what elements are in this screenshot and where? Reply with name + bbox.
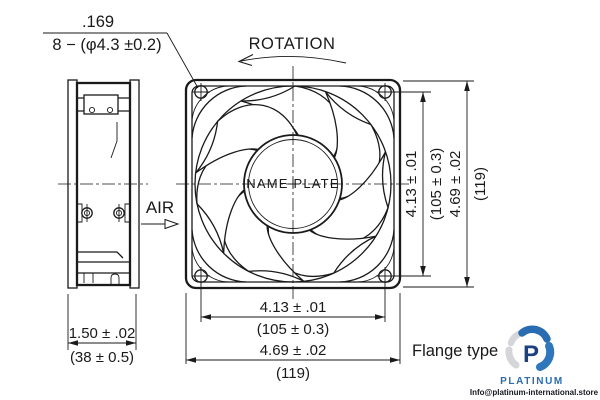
air-flow-annotation: AIR <box>141 198 180 230</box>
watermark-email: Info@platinum-international.store <box>470 388 599 397</box>
rotation-arrow-icon <box>237 54 254 67</box>
watermark-brand: PLATINUM <box>500 376 564 387</box>
screw-boss-left <box>81 204 93 222</box>
hole-callout-leader-line <box>166 32 199 89</box>
mounting-holes <box>192 83 394 285</box>
dim-frame-inch-bottom: 4.69 ± .02 <box>260 342 327 359</box>
flange-type-label: Flange type <box>412 342 498 360</box>
fan-side-view <box>58 79 148 289</box>
dim-frame-inch-right: 4.69 ± .02 <box>447 151 464 218</box>
rotation-annotation: ROTATION <box>237 35 347 67</box>
vertical-dimensions: 4.13 ± .01 (105 ± 0.3) 4.69 ± .02 (119) <box>392 80 489 288</box>
dim-hole-pitch-inch-right: 4.13 ± .01 <box>403 151 420 218</box>
corner-webs <box>191 85 395 283</box>
depth-dimension: 1.50 ± .02 (38 ± 0.5) <box>67 294 137 366</box>
hole-callout: .169 8 − (φ4.3 ±0.2) <box>43 13 199 89</box>
dim-frame-metric-bottom: (119) <box>276 365 310 382</box>
dim-hole-pitch-inch-bottom: 4.13 ± .01 <box>260 299 327 316</box>
dim-depth-metric: (38 ± 0.5) <box>70 349 134 366</box>
hole-callout-inch: .169 <box>82 13 114 31</box>
dim-depth-inch: 1.50 ± .02 <box>69 325 136 342</box>
air-arrow-icon <box>164 218 180 230</box>
dim-hole-pitch-metric-bottom: (105 ± 0.3) <box>257 321 329 338</box>
hole-callout-metric: 8 − (φ4.3 ±0.2) <box>52 36 161 54</box>
screw-boss-right <box>113 204 125 222</box>
dim-frame-metric-right: (119) <box>472 167 489 201</box>
terminal-block <box>83 94 119 115</box>
svg-text:P: P <box>523 341 539 368</box>
horizontal-dimensions: 4.13 ± .01 (105 ± 0.3) 4.69 ± .02 (119) <box>185 284 401 382</box>
fan-front-view: NAME PLATE <box>176 66 410 302</box>
platinum-watermark: P PLATINUM Info@platinum-international.s… <box>470 325 599 397</box>
air-label: AIR <box>146 198 174 217</box>
platinum-logo-icon: P <box>505 325 555 371</box>
name-plate-label: NAME PLATE <box>246 176 339 191</box>
dim-hole-pitch-metric-right: (105 ± 0.3) <box>428 148 445 220</box>
rotation-label: ROTATION <box>249 35 336 53</box>
